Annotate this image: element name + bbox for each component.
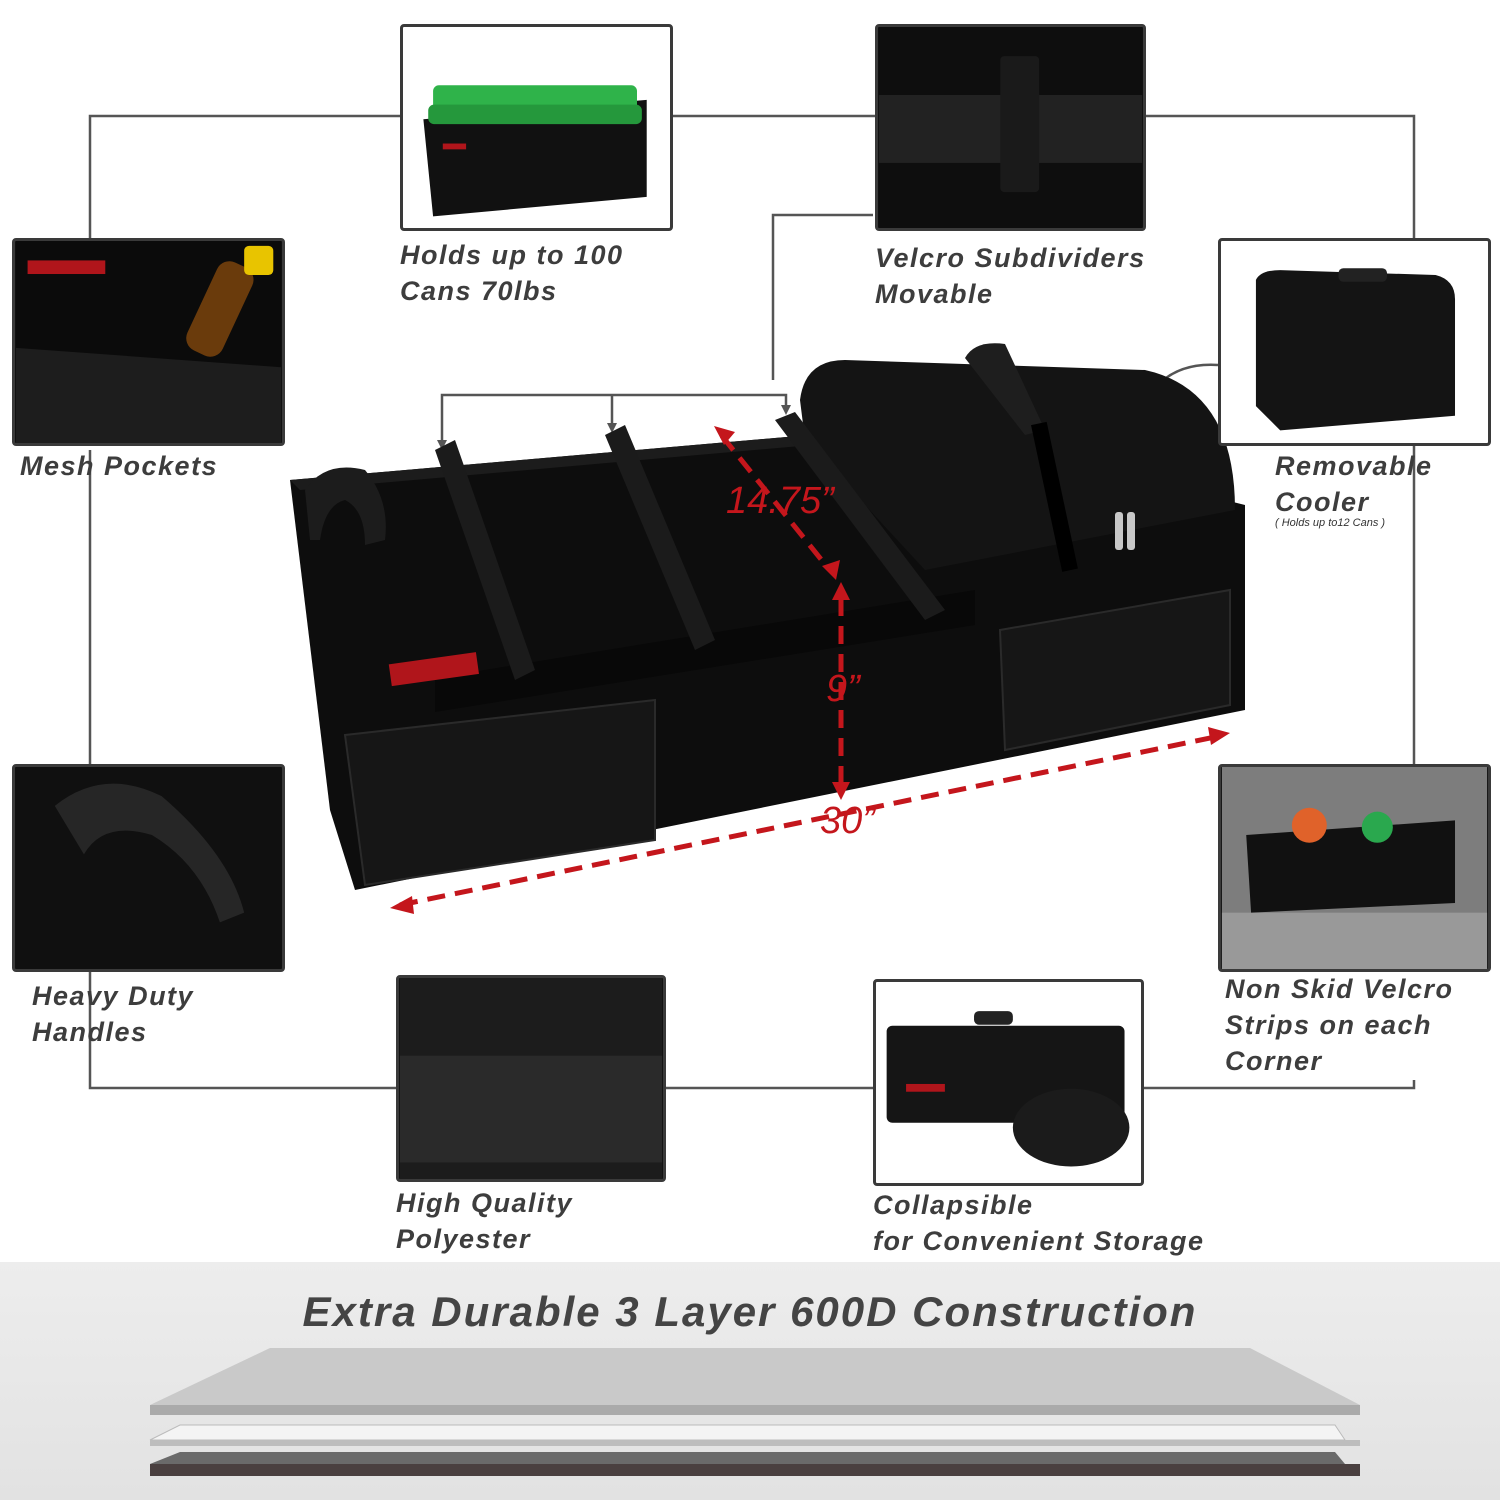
panel-cooler [1218,238,1491,446]
dimension-length: 30” [820,800,875,842]
panel-polyester [396,975,666,1182]
cooler-lid [800,360,1235,570]
panel-handles [12,764,285,972]
label-cooler-note: ( Holds up to12 Cans ) [1275,517,1386,529]
trunk-organizer-illustration [290,343,1245,890]
panel-nonskid [1218,764,1491,972]
label-collapsible: Collapsible for Convenient Storage [873,1190,1205,1256]
brand-label [388,652,479,687]
dimension-depth: 14.75” [726,480,834,522]
mesh-pocket-left [343,698,656,887]
zipper-icon [1115,512,1123,550]
mesh-pocket-right [998,588,1231,752]
label-nonskid: Non Skid Velcro Strips on each Corner [1225,974,1454,1076]
layer-diagram [149,1348,1360,1476]
footer-title: Extra Durable 3 Layer 600D Construction [302,1288,1198,1335]
panel-mesh [12,238,285,446]
panel-cans [400,24,673,231]
label-mesh: Mesh Pockets [20,451,219,481]
arrow-head [714,426,735,445]
label-polyester: High Quality Polyester [396,1188,574,1254]
label-velcro: Velcro Subdividers Movable [875,243,1146,309]
side-handle [305,467,386,545]
panel-velcro [875,24,1146,231]
panel-collapsible [873,979,1144,1186]
dimension-height: 9” [826,668,860,710]
label-cans: Holds up to 100 Cans 70lbs [400,240,624,306]
label-cooler: Removable Cooler [1275,451,1433,517]
label-handles: Heavy Duty Handles [32,981,195,1047]
